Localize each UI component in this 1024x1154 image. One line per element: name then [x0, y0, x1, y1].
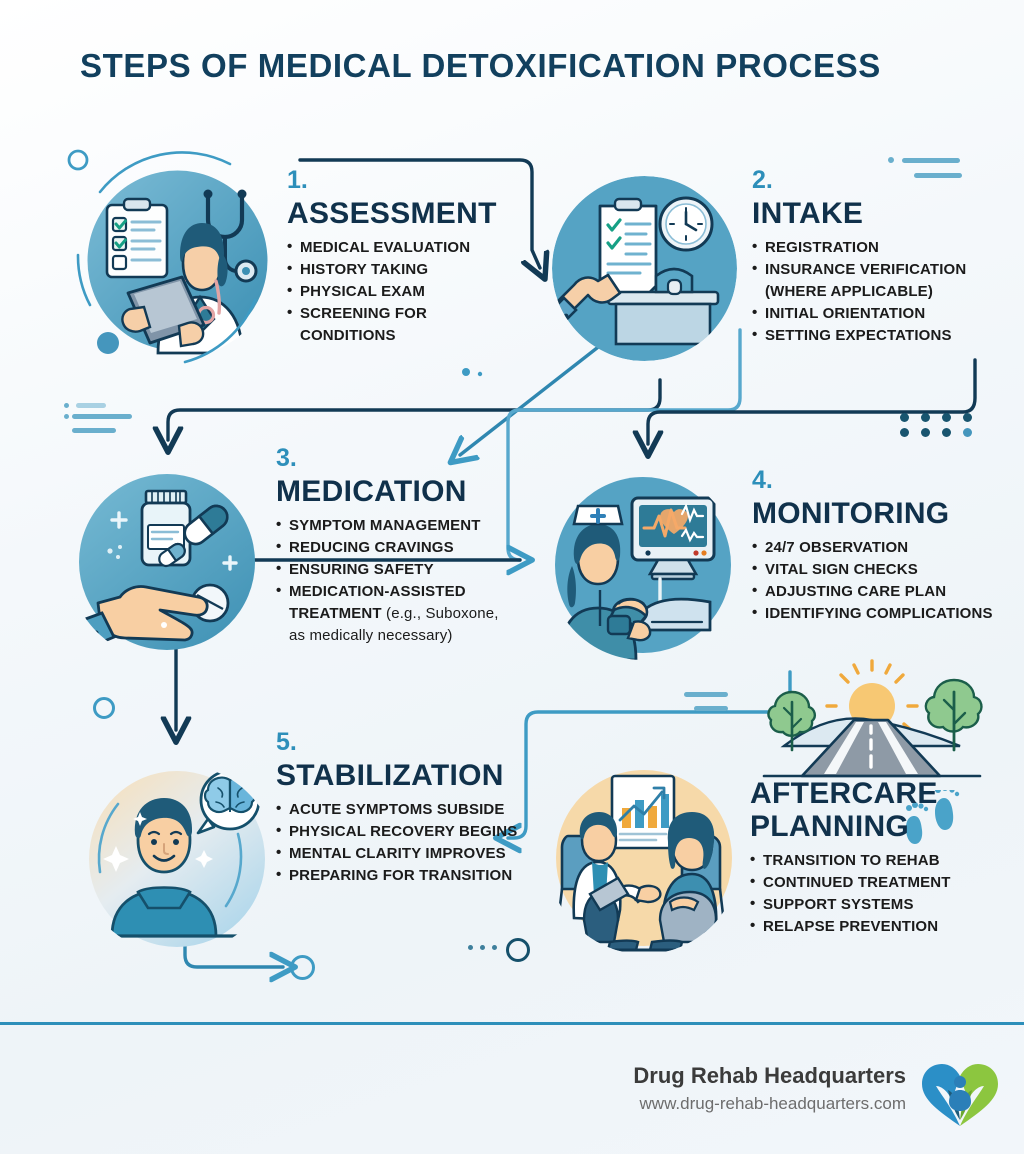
- step-3-number: 3.: [276, 444, 297, 472]
- list-item: PREPARING FOR TRANSITION: [276, 864, 526, 887]
- list-item: CONDITIONS: [300, 326, 396, 344]
- list-item: 24/7 OBSERVATION: [752, 536, 1012, 559]
- list-item: TRANSITION TO REHAB: [750, 849, 1012, 872]
- decor-ring: [290, 955, 315, 980]
- decor-dot: [64, 403, 69, 408]
- decor-dot: [480, 945, 485, 950]
- step-4-number: 4.: [752, 466, 773, 494]
- list-item: ACUTE SYMPTOMS SUBSIDE: [276, 798, 526, 821]
- list-item: (WHERE APPLICABLE): [765, 282, 933, 300]
- list-item: RELAPSE PREVENTION: [750, 915, 1012, 938]
- aftercare-bullets: TRANSITION TO REHAB CONTINUED TREATMENT …: [750, 849, 1012, 938]
- list-item: VITAL SIGN CHECKS: [752, 558, 1012, 581]
- step-3-text: 3. MEDICATION SYMPTOM MANAGEMENT REDUCIN…: [276, 446, 526, 647]
- step-1-bullets: MEDICAL EVALUATION HISTORY TAKING PHYSIC…: [287, 236, 517, 346]
- brand-name: Drug Rehab Headquarters: [633, 1063, 906, 1088]
- list-item: SYMPTOM MANAGEMENT: [276, 514, 526, 537]
- step-4-text: 4. MONITORING 24/7 OBSERVATION VITAL SIG…: [752, 468, 1012, 625]
- list-item: REDUCING CRAVINGS: [276, 536, 526, 559]
- step-1-text: 1. ASSESSMENT MEDICAL EVALUATION HISTORY…: [287, 168, 517, 347]
- list-item: PHYSICAL RECOVERY BEGINS: [276, 820, 526, 843]
- list-item: TREATMENT (e.g., Suboxone,: [276, 603, 526, 625]
- step-5-number: 5.: [276, 728, 297, 756]
- decor-dash: [914, 173, 962, 178]
- step-4-illustration: [548, 470, 738, 660]
- list-item: as medically necessary): [276, 625, 526, 647]
- decor-dash: [902, 158, 960, 163]
- step-5-bullets: ACUTE SYMPTOMS SUBSIDE PHYSICAL RECOVERY…: [276, 798, 526, 887]
- bullet-soft: as medically necessary): [289, 626, 453, 644]
- bullet-soft: (e.g., Suboxone,: [381, 604, 499, 622]
- list-item: INSURANCE VERIFICATION: [752, 258, 1012, 281]
- decor-dot: [888, 157, 894, 163]
- aftercare-heading-line2: PLANNING: [750, 810, 910, 844]
- list-item: IDENTIFYING COMPLICATIONS: [752, 602, 1012, 625]
- list-item: MEDICAL EVALUATION: [287, 236, 517, 259]
- step-5-heading: STABILIZATION: [276, 759, 504, 792]
- decor-dash: [72, 414, 132, 419]
- step-3-illustration: [68, 463, 266, 661]
- heart-people-logo-icon: [922, 1064, 998, 1126]
- list-item: SUPPORT SYSTEMS: [750, 893, 1012, 916]
- decor-ring: [506, 938, 530, 962]
- list-item: SCREENING FOR: [287, 302, 517, 325]
- list-item: INITIAL ORIENTATION: [752, 302, 1012, 325]
- aftercare-heading-line1: AFTERCARE: [750, 777, 938, 810]
- step-2-number: 2.: [752, 166, 773, 194]
- step-4-heading: MONITORING: [752, 497, 950, 530]
- aftercare-text: AFTERCARE PLANNING TRANSITION TO REHAB C…: [750, 778, 1012, 938]
- list-item: ADJUSTING CARE PLAN: [752, 580, 1012, 603]
- decor-ring: [93, 697, 115, 719]
- page-title: STEPS OF MEDICAL DETOXIFICATION PROCESS: [80, 47, 881, 84]
- decor-dot: [468, 945, 473, 950]
- list-item: HISTORY TAKING: [287, 258, 517, 281]
- list-item: MENTAL CLARITY IMPROVES: [276, 842, 526, 865]
- list-item: SETTING EXPECTATIONS: [752, 324, 1012, 347]
- list-item: ENSURING SAFETY: [276, 558, 526, 581]
- decor-dash: [684, 692, 728, 697]
- decor-dash: [76, 403, 106, 408]
- step-2-bullets: REGISTRATION INSURANCE VERIFICATION (WHE…: [752, 236, 1012, 347]
- list-item: MEDICATION-ASSISTED: [276, 580, 526, 603]
- footer-divider: [0, 1022, 1024, 1025]
- footprints-icon: [902, 790, 964, 856]
- list-item: CONTINUED TREATMENT: [750, 871, 1012, 894]
- step-3-heading: MEDICATION: [276, 475, 467, 508]
- decor-dash: [72, 428, 116, 433]
- step-2-text: 2. INTAKE REGISTRATION INSURANCE VERIFIC…: [752, 168, 1012, 347]
- step-1-number: 1.: [287, 166, 308, 194]
- list-item: PHYSICAL EXAM: [287, 280, 517, 303]
- list-item: REGISTRATION: [752, 236, 1012, 259]
- decor-dot: [492, 945, 497, 950]
- step-5-illustration: [78, 764, 276, 954]
- road-to-horizon-icon: [748, 658, 998, 788]
- step-3-bullets: SYMPTOM MANAGEMENT REDUCING CRAVINGS ENS…: [276, 514, 526, 647]
- decor-dash: [694, 706, 728, 711]
- step-4-bullets: 24/7 OBSERVATION VITAL SIGN CHECKS ADJUS…: [752, 536, 1012, 625]
- brand-url[interactable]: www.drug-rehab-headquarters.com: [639, 1094, 906, 1113]
- decor-dot: [64, 414, 69, 419]
- step-1-heading: ASSESSMENT: [287, 197, 497, 230]
- step-2-heading: INTAKE: [752, 197, 864, 230]
- bullet-strong: TREATMENT: [289, 604, 382, 622]
- step-5-text: 5. STABILIZATION ACUTE SYMPTOMS SUBSIDE …: [276, 730, 526, 887]
